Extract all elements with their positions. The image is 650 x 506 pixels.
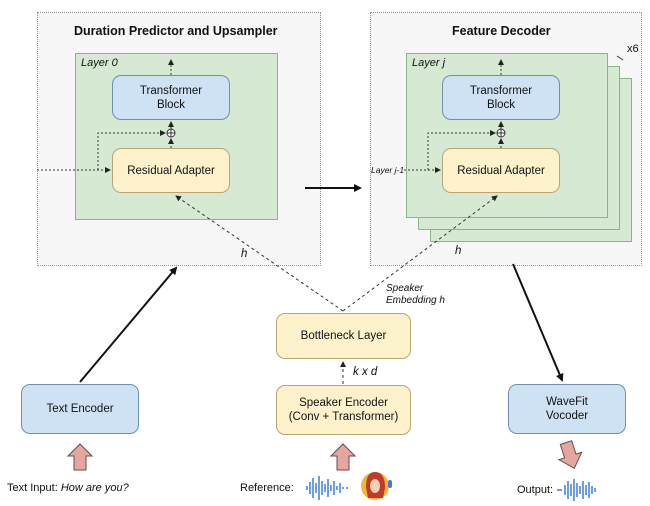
transformer-block-left: Transformer Block — [112, 75, 230, 120]
duration-predictor-title: Duration Predictor and Upsampler — [74, 24, 278, 38]
speaker-embedding-label: Speaker Embedding h — [386, 283, 445, 306]
feature-decoder-title: Feature Decoder — [452, 24, 551, 38]
kxd-label: k x d — [353, 366, 378, 378]
output-waveform-icon — [557, 479, 596, 501]
layer-j-label: Layer j — [412, 57, 446, 69]
residual-plus-left — [166, 128, 176, 138]
layer-j-minus-1-label: Layer j-1 — [371, 165, 405, 175]
speaker-encoder: Speaker Encoder (Conv + Transformer) — [276, 385, 411, 435]
wavefit-vocoder: WaveFit Vocoder — [508, 384, 626, 434]
reference-waveform-icon — [306, 476, 348, 500]
transformer-block-right: Transformer Block — [442, 75, 560, 120]
text-input-value: How are you? — [60, 482, 129, 494]
text-input-label: Text Input: How are you? — [7, 482, 129, 494]
output-label: Output: — [517, 484, 554, 496]
text-encoder: Text Encoder — [21, 384, 139, 434]
speaker-avatar-icon — [361, 472, 392, 500]
output-arrow — [557, 440, 583, 470]
residual-adapter-left: Residual Adapter — [112, 148, 230, 193]
h-label-left: h — [241, 248, 248, 260]
bottleneck-layer: Bottleneck Layer — [276, 313, 411, 359]
residual-adapter-right: Residual Adapter — [442, 148, 560, 193]
h-label-right: h — [455, 245, 462, 257]
text-input-arrow — [66, 443, 94, 471]
reference-label: Reference: — [240, 482, 294, 494]
reference-input-arrow — [329, 443, 357, 471]
layer-0-label: Layer 0 — [81, 57, 118, 69]
repeat-label: x6 — [627, 43, 639, 55]
residual-plus-right — [496, 128, 506, 138]
